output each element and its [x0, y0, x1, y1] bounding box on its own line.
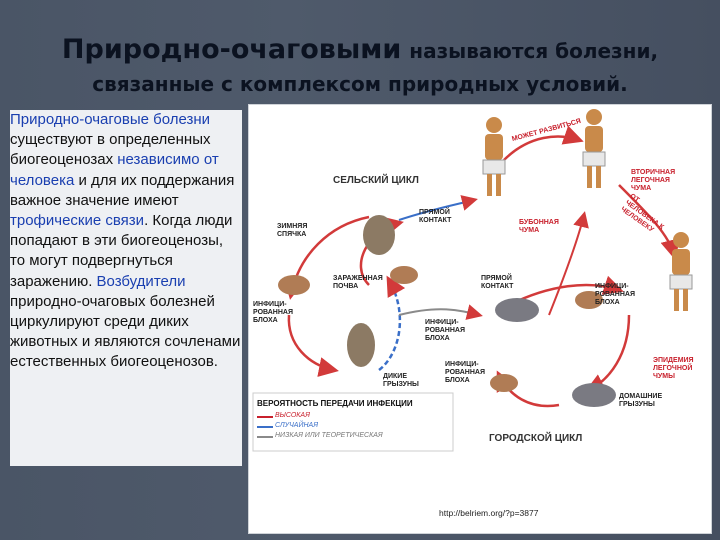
- arrow-rural-2: [287, 314, 339, 377]
- flea-icon-1: [278, 275, 310, 295]
- rat-icon-1: [495, 298, 539, 322]
- infected-soil-label: ЗАРАЖЕННАЯ ПОЧВА: [333, 275, 383, 290]
- slide-title-line1: Природно-очаговыми называются болезни,: [0, 34, 720, 65]
- flea-icon-4: [490, 374, 518, 392]
- rural-cycle-label: СЕЛЬСКИЙ ЦИКЛ: [333, 175, 419, 186]
- arrow-rural-urban: [398, 304, 483, 320]
- flea-icon-2: [390, 266, 418, 284]
- text-segment: и для их поддержания важное значение име…: [10, 171, 235, 209]
- title-bold-part: Природно-очаговыми: [61, 34, 402, 65]
- text-segment: . Когда люди попадают в эти биогеоценозы…: [10, 212, 233, 290]
- infected-flea-label-3: ИНФИЦИ- РОВАННАЯ БЛОХА: [595, 283, 635, 306]
- arrow-urban-2: [584, 314, 631, 393]
- legend-line-low: [257, 436, 273, 438]
- highlighted-term: Возбудители: [96, 272, 186, 290]
- marmot-icon: [363, 215, 395, 255]
- arrow-rural-3: [378, 275, 406, 371]
- domestic-rodents-label: ДОМАШНИЕ ГРЫЗУНЫ: [619, 393, 663, 408]
- urban-cycle-label: ГОРОДСКОЙ ЦИКЛ: [489, 433, 583, 444]
- rat-icon-2: [572, 383, 616, 407]
- flea-icon-3: [575, 291, 603, 309]
- source-url[interactable]: http://belriem.org/?p=3877: [439, 508, 539, 518]
- infected-flea-label-4: ИНФИЦИ- РОВАННАЯ БЛОХА: [445, 361, 485, 384]
- legend-title: ВЕРОЯТНОСТЬ ПЕРЕДАЧИ ИНФЕКЦИИ: [257, 399, 413, 408]
- text-segment: существуют в определенных биогеоценозах: [10, 131, 211, 169]
- secondary-plague-label: ВТОРИЧНАЯ ЛЕГОЧНАЯ ЧУМА: [631, 169, 676, 192]
- legend-line-random: [257, 426, 273, 428]
- highlighted-term: трофические связи: [10, 212, 145, 230]
- highlighted-term: независимо от человека: [10, 151, 219, 189]
- infected-flea-label-1: ИНФИЦИ- РОВАННАЯ БЛОХА: [253, 301, 293, 324]
- arrow-urban-to-human: [548, 211, 589, 316]
- arrow-can-develop: [503, 125, 584, 161]
- pneumonic-epidemic-label: ЭПИДЕМИЯ ЛЕГОЧНОЙ ЧУМЫ: [653, 357, 694, 380]
- wild-rodents-label: ДИКИЕ ГРЫЗУНЫ: [383, 373, 419, 388]
- description-text: Природно-очаговые болезни существуют в о…: [10, 110, 242, 373]
- title-rest-part: называются болезни,: [409, 39, 659, 63]
- legend-item-high: ВЫСОКАЯ: [275, 412, 310, 419]
- infected-flea-label-2: ИНФИЦИ- РОВАННАЯ БЛОХА: [425, 319, 465, 342]
- arrow-human-to-human: [618, 184, 681, 260]
- plague-cycle-diagram: СЕЛЬСКИЙ ЦИКЛ ГОРОДСКОЙ ЦИКЛ МОЖЕТ РАЗВИ…: [248, 104, 712, 534]
- hibernation-label: ЗИМНЯЯ СПЯЧКА: [277, 223, 308, 238]
- text-segment: природно-очаговых болезней циркулируют с…: [10, 292, 241, 371]
- slide-title-line2: связанные с комплексом природных условий…: [92, 72, 628, 96]
- marmot-wild-icon: [347, 323, 375, 367]
- diagram-graphics: [252, 109, 693, 452]
- direct-contact-label-1: ПРЯМОЙ КОНТАКТ: [419, 209, 452, 224]
- legend-line-high: [257, 416, 273, 418]
- human-figure-bubonic: [482, 117, 506, 196]
- arrow-to-bubonic: [398, 195, 478, 221]
- bubonic-plague-label: БУБОННАЯ ЧУМА: [519, 219, 559, 234]
- human-figure-secondary: [582, 109, 606, 188]
- direct-contact-label-2: ПРЯМОЙ КОНТАКТ: [481, 275, 514, 290]
- legend-item-low: НИЗКАЯ ИЛИ ТЕОРЕТИЧЕСКАЯ: [275, 432, 383, 439]
- human-figure-epidemic: [669, 232, 693, 311]
- highlighted-term: Природно-очаговые болезни: [10, 111, 211, 128]
- text-panel: [10, 110, 242, 466]
- legend-item-random: СЛУЧАЙНАЯ: [275, 422, 318, 429]
